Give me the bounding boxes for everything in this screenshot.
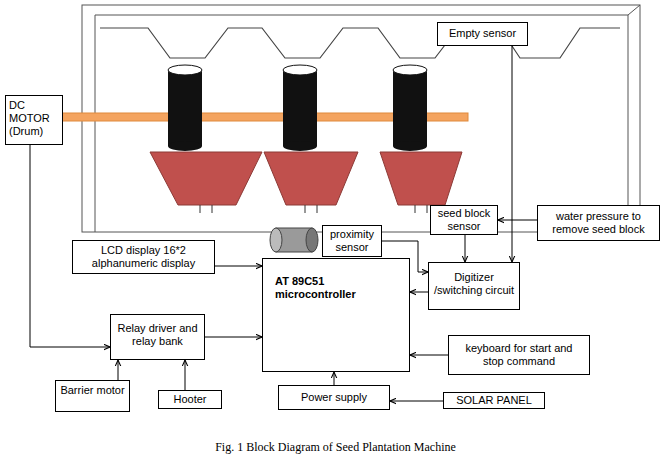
block-box: Empty sensor	[437, 22, 528, 46]
seed-drums	[168, 65, 427, 151]
block-box: Power supply	[278, 385, 390, 410]
block-label: Digitizer /switching circuit	[433, 271, 515, 297]
drum-bottom	[393, 141, 427, 151]
block-label: Empty sensor	[441, 27, 524, 40]
block-label: SOLAR PANEL	[447, 394, 541, 407]
block-box: Hooter	[158, 390, 222, 409]
drum-body	[283, 70, 317, 146]
block-label: Relay driver and relay bank	[115, 322, 200, 348]
signal-arrow	[410, 292, 428, 293]
signal-arrow	[498, 220, 537, 221]
block-label: keyboard for start and stop command	[455, 342, 583, 368]
block-label: DC MOTOR (Drum)	[9, 99, 59, 138]
block-box: Digitizer /switching circuit	[428, 262, 520, 310]
microcontroller-box: AT 89C51 microcontroller	[262, 258, 410, 372]
block-box: Barrier motor	[55, 380, 130, 412]
block-box: Relay driver and relay bank	[110, 314, 205, 360]
block-box: proximity sensor	[322, 225, 382, 257]
signal-arrow	[465, 235, 466, 262]
signal-arrow	[334, 372, 335, 385]
signal-arrow	[512, 46, 513, 262]
housing-edge	[628, 5, 640, 220]
block-label: Barrier motor	[60, 384, 125, 397]
signal-arrow	[205, 337, 262, 338]
funnel	[264, 152, 358, 205]
block-label: Hooter	[162, 393, 218, 406]
drum-body	[168, 70, 202, 146]
hopper-profile	[100, 28, 620, 58]
motor-box: DC MOTOR (Drum)	[5, 95, 63, 145]
signal-arrow	[410, 355, 448, 356]
signal-arrow	[215, 266, 262, 267]
funnel	[150, 152, 262, 205]
housing-inner	[95, 15, 628, 232]
signal-arrow	[390, 401, 443, 402]
drum-top	[283, 65, 317, 75]
drum-bottom	[283, 141, 317, 151]
block-label: seed block sensor	[434, 207, 494, 233]
block-box: LCD display 16*2 alphanumeric display	[72, 240, 215, 274]
signal-arrow	[185, 360, 186, 390]
block-label: AT 89C51 microcontroller	[275, 275, 369, 301]
block-box: water pressure to remove seed block	[537, 205, 660, 241]
figure-caption: Fig. 1 Block Diagram of Seed Plantation …	[0, 440, 671, 455]
sensor-back	[306, 228, 318, 252]
drum-body	[393, 70, 427, 146]
drum-top	[168, 65, 202, 75]
funnel-leg	[200, 205, 427, 213]
funnel-legs	[200, 205, 427, 213]
block-label: LCD display 16*2 alphanumeric display	[77, 244, 210, 270]
seed-funnels	[150, 152, 462, 205]
block-box: keyboard for start and stop command	[448, 335, 590, 375]
drum-bottom	[168, 141, 202, 151]
block-label: water pressure to remove seed block	[542, 210, 655, 236]
signal-arrow	[118, 360, 119, 380]
drum-top	[393, 65, 427, 75]
block-box: SOLAR PANEL	[443, 392, 545, 409]
sensor-face	[270, 228, 282, 252]
block-label: Power supply	[282, 391, 386, 404]
funnel	[380, 152, 462, 205]
proximity-sensor-icon	[270, 228, 318, 252]
block-box: seed block sensor	[430, 205, 498, 235]
block-label: proximity sensor	[326, 228, 378, 254]
